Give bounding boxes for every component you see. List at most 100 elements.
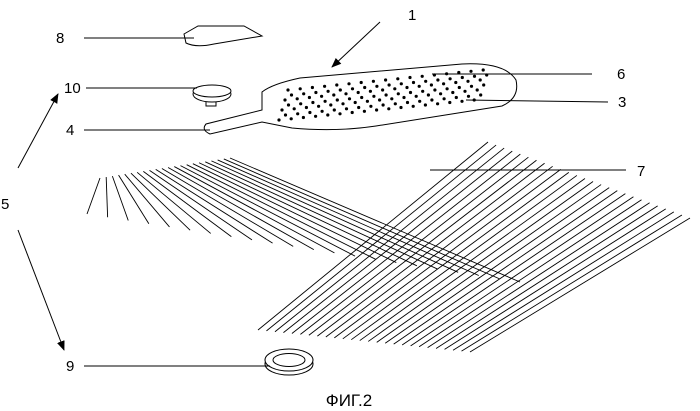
perforation-hole: [293, 107, 296, 110]
mesh-strand: [334, 169, 560, 338]
perforation-hole: [436, 102, 439, 105]
perforation-hole: [406, 101, 409, 104]
perforation-hole: [326, 113, 329, 116]
perforation-hole: [323, 85, 326, 88]
perforation-hole: [393, 87, 396, 90]
perforation-hole: [296, 97, 299, 100]
perforation-hole: [421, 90, 424, 93]
perforation-hole: [296, 112, 299, 115]
perforation-hole: [344, 92, 347, 95]
mesh-strand: [224, 159, 500, 279]
label-4: 4: [66, 122, 74, 139]
perforation-hole: [421, 75, 424, 78]
perforation-hole: [329, 103, 332, 106]
mesh-strand: [470, 218, 690, 352]
perforation-hole: [463, 90, 466, 93]
perforation-hole: [375, 108, 378, 111]
perforation-hole: [302, 116, 305, 119]
mesh-strand: [180, 166, 355, 256]
figure-caption: ФИГ.2: [326, 391, 372, 410]
perforation-hole: [290, 117, 293, 120]
mesh-strand: [292, 154, 520, 333]
mesh-strand: [193, 164, 396, 263]
perforation-hole: [321, 110, 324, 113]
perforation-hole: [470, 85, 473, 88]
perforation-hole: [345, 107, 348, 110]
perforation-hole: [442, 82, 445, 85]
perforation-hole: [415, 95, 418, 98]
perforation-hole: [382, 103, 385, 106]
perforation-hole: [482, 83, 485, 86]
perforation-hole: [372, 95, 375, 98]
label-3: 3: [618, 94, 626, 111]
perforation-hole: [479, 93, 482, 96]
mesh-strand: [168, 168, 314, 250]
arrow-1: [332, 22, 380, 67]
perforation-hole: [363, 86, 366, 89]
label-1: 1: [408, 7, 416, 24]
perforation-hole: [387, 107, 390, 110]
mesh-strand: [419, 200, 641, 347]
perforation-hole: [408, 76, 411, 79]
perforation-hole: [384, 78, 387, 81]
perforation-hole: [351, 87, 354, 90]
perforation-hole: [308, 111, 311, 114]
perforation-hole: [443, 97, 446, 100]
perforation-hole: [372, 80, 375, 83]
mesh-strand: [174, 167, 334, 253]
perforation-hole: [357, 91, 360, 94]
perforation-hole: [314, 115, 317, 118]
perforation-hole: [399, 106, 402, 109]
perforation-hole: [280, 108, 283, 111]
perforation-hole: [433, 88, 436, 91]
perforation-hole: [363, 110, 366, 113]
mesh-strand: [112, 176, 128, 220]
perforation-hole: [347, 82, 350, 85]
label-9: 9: [66, 358, 74, 375]
perforation-hole: [299, 87, 302, 90]
label-6: 6: [617, 66, 625, 83]
label-7: 7: [637, 163, 645, 180]
perforation-hole: [427, 93, 430, 96]
perforation-hole: [455, 96, 458, 99]
label-8: 8: [56, 30, 64, 47]
perforation-hole: [317, 105, 320, 108]
mesh-strand: [309, 160, 537, 335]
mesh-strand: [211, 161, 458, 272]
perforation-hole: [390, 97, 393, 100]
perforation-hole: [302, 92, 305, 95]
perforation-hole: [283, 98, 286, 101]
perforation-hole: [448, 101, 451, 104]
perforation-hole: [473, 75, 476, 78]
perforation-hole: [482, 68, 485, 71]
perforation-hole: [351, 111, 354, 114]
perforation-hole: [336, 98, 339, 101]
perforation-hole: [458, 86, 461, 89]
perforation-hole: [277, 118, 280, 121]
perforation-hole: [460, 100, 463, 103]
button-part: [193, 85, 231, 106]
perforation-hole: [394, 102, 397, 105]
mesh-strand: [385, 188, 609, 344]
mesh-strand: [199, 163, 417, 266]
perforation-hole: [378, 98, 381, 101]
label-5: 5: [1, 196, 9, 213]
perforation-hole: [327, 90, 330, 93]
mesh-strand: [317, 163, 544, 336]
perforation-hole: [469, 70, 472, 73]
ring-part: [265, 349, 313, 375]
perforation-hole: [332, 93, 335, 96]
perforation-hole: [348, 97, 351, 100]
perforation-hole: [385, 93, 388, 96]
perforation-hole: [308, 96, 311, 99]
perforation-hole: [405, 86, 408, 89]
perforation-hole: [412, 105, 415, 108]
perforation-hole: [446, 87, 449, 90]
perforation-hole: [396, 77, 399, 80]
perforation-hole: [418, 85, 421, 88]
perforation-hole: [305, 106, 308, 109]
perforation-hole: [400, 82, 403, 85]
perforation-hole: [320, 95, 323, 98]
perforation-hole: [360, 96, 363, 99]
